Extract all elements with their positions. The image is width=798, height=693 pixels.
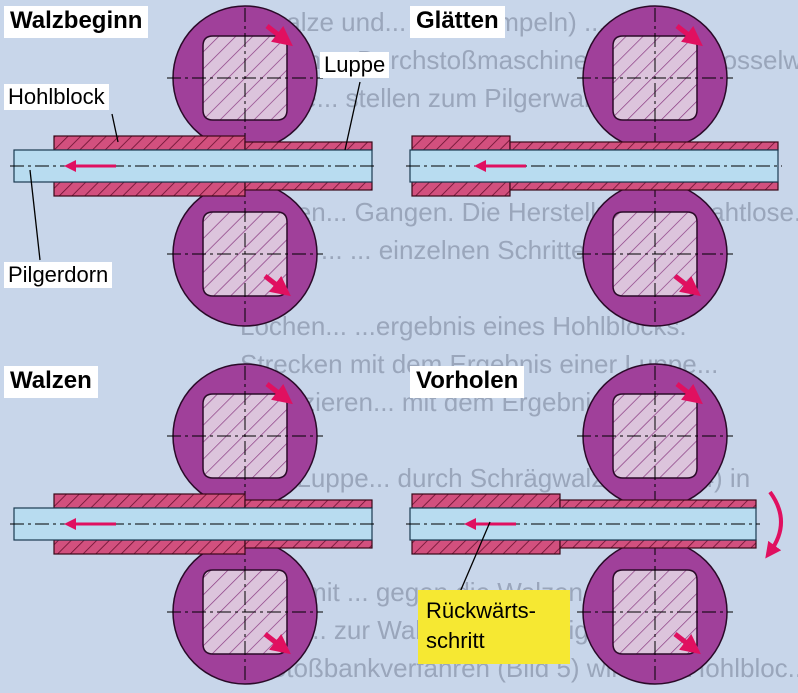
background-text-line: Lochen... ...ergebnis eines Hohlblocks. (240, 311, 687, 341)
luppe-wall-bottom (559, 539, 757, 549)
luppe-wall-top (244, 499, 373, 509)
panel-vorholen (406, 363, 760, 685)
rotation-arrow (673, 632, 701, 655)
panel-title-walzbeginn: Walzbeginn (4, 6, 149, 38)
rueckwaerts-line-2: schritt (426, 628, 485, 653)
luppe-wall-bottom (244, 539, 373, 549)
luppe-wall-bottom (244, 181, 373, 191)
luppe-wall-top (509, 141, 779, 151)
panel-glaetten (406, 5, 782, 327)
rotation-arrow (673, 274, 701, 297)
hohlblock-wall-top (411, 135, 511, 151)
hohlblock-wall-bottom (411, 539, 561, 555)
hohlblock-wall-top (53, 135, 246, 151)
vorholen-turn-arrow (765, 490, 783, 559)
hohlblock-wall-bottom (53, 181, 246, 197)
rotation-arrow (265, 24, 293, 47)
hohlblock-leader (111, 113, 119, 143)
panel-walzen (10, 363, 376, 685)
rotation-arrow (675, 24, 703, 47)
luppe-leader (344, 81, 361, 151)
rotation-arrow (675, 382, 703, 405)
rotation-arrow (263, 274, 291, 297)
rueckwaerts-line-1: Rückwärts- (426, 598, 537, 623)
hohlblock-wall-top (53, 493, 246, 509)
label-pilgerdorn: Pilgerdorn (4, 262, 113, 288)
hohlblock-wall-bottom (411, 181, 511, 197)
leader-lines (29, 81, 491, 593)
pilgerdorn-leader (29, 169, 41, 261)
luppe-wall-top (244, 141, 373, 151)
luppe-wall-top (559, 499, 757, 509)
label-rueckwaertsschritt: Rückwärts- schritt (418, 590, 570, 664)
label-luppe: Luppe (320, 52, 390, 78)
panel-walzbeginn (10, 5, 376, 327)
luppe-wall-bottom (509, 181, 779, 191)
panel-title-vorholen: Vorholen (410, 366, 525, 398)
panel-title-walzen: Walzen (4, 366, 98, 398)
panel-title-glaetten: Glätten (410, 6, 505, 38)
hohlblock-wall-bottom (53, 539, 246, 555)
label-hohlblock: Hohlblock (4, 84, 109, 110)
rotation-arrow (265, 382, 293, 405)
hohlblock-wall-top (411, 493, 561, 509)
rueckwaerts-leader (459, 521, 491, 593)
turn-arrow-path (765, 490, 783, 559)
rotation-arrow (263, 632, 291, 655)
